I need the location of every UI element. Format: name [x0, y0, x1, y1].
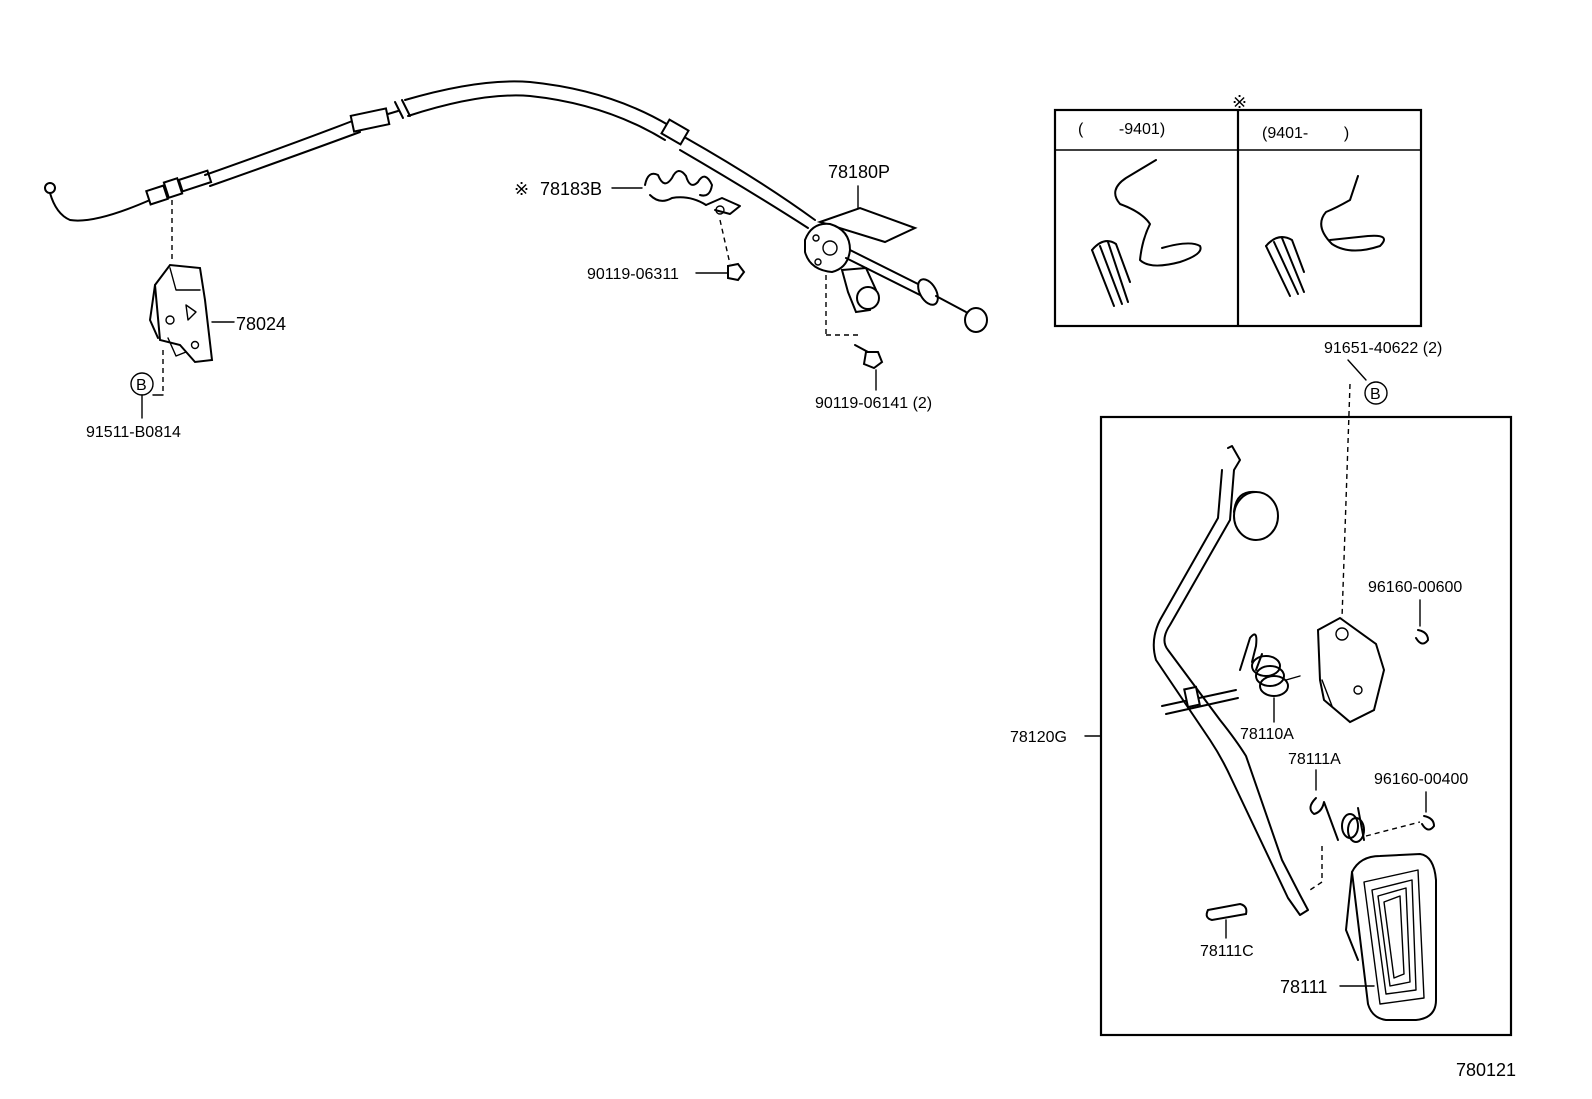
b-marker-left: B	[130, 372, 154, 396]
label-78183B-mark: ※	[514, 179, 529, 199]
pivot-bolt	[1161, 685, 1239, 715]
label-91651-40622: 91651-40622 (2)	[1324, 340, 1442, 357]
label-91511-B0814: 91511-B0814	[86, 424, 181, 441]
label-78024: 78024	[236, 314, 286, 334]
inset-col-left: ( -9401)	[1078, 121, 1165, 138]
bracket-78180P	[804, 206, 988, 333]
label-78180P: 78180P	[828, 162, 890, 182]
inset-col-right: (9401- )	[1262, 125, 1349, 142]
label-96160-00400: 96160-00400	[1374, 771, 1468, 788]
label-78111: 78111	[1280, 977, 1327, 997]
label-90119-06311: 90119-06311	[587, 266, 679, 283]
inset-mark: ※	[1232, 92, 1247, 112]
pedal-bracket-plate	[1316, 616, 1386, 724]
pin-78111C	[1205, 902, 1248, 922]
pedal-arm	[1152, 445, 1309, 916]
b-marker-right-text: B	[1370, 386, 1381, 403]
pedal-pad-78111	[1345, 852, 1437, 1021]
label-96160-00600: 96160-00600	[1368, 579, 1462, 596]
label-78111A: 78111A	[1288, 751, 1341, 768]
b-marker-left-text: B	[136, 377, 147, 394]
return-spring-78110A	[1239, 633, 1301, 697]
inset-table	[1053, 108, 1423, 328]
spring-old-type	[1091, 159, 1202, 307]
label-78110A: 78110A	[1240, 726, 1294, 743]
label-78120G: 78120G	[1010, 729, 1067, 746]
label-78111C: 78111C	[1200, 943, 1254, 960]
label-90119-06141: 90119-06141 (2)	[815, 395, 932, 412]
bracket-78024	[149, 263, 235, 364]
label-78183B: 78183B	[540, 179, 602, 199]
b-marker-right: B	[1364, 381, 1388, 405]
pedal-assembly-box	[1099, 415, 1513, 1037]
clip-96160-00600	[1415, 629, 1429, 645]
spring-78111A	[1309, 797, 1365, 843]
bolt-90119-06141	[854, 344, 884, 370]
figure-id: 780121	[1456, 1060, 1516, 1080]
clamp-78183B	[644, 170, 741, 215]
clip-96160-00400	[1421, 815, 1435, 831]
spring-new-type	[1265, 175, 1385, 297]
bolt-90119-06311	[727, 262, 746, 282]
accelerator-cable	[44, 80, 816, 229]
